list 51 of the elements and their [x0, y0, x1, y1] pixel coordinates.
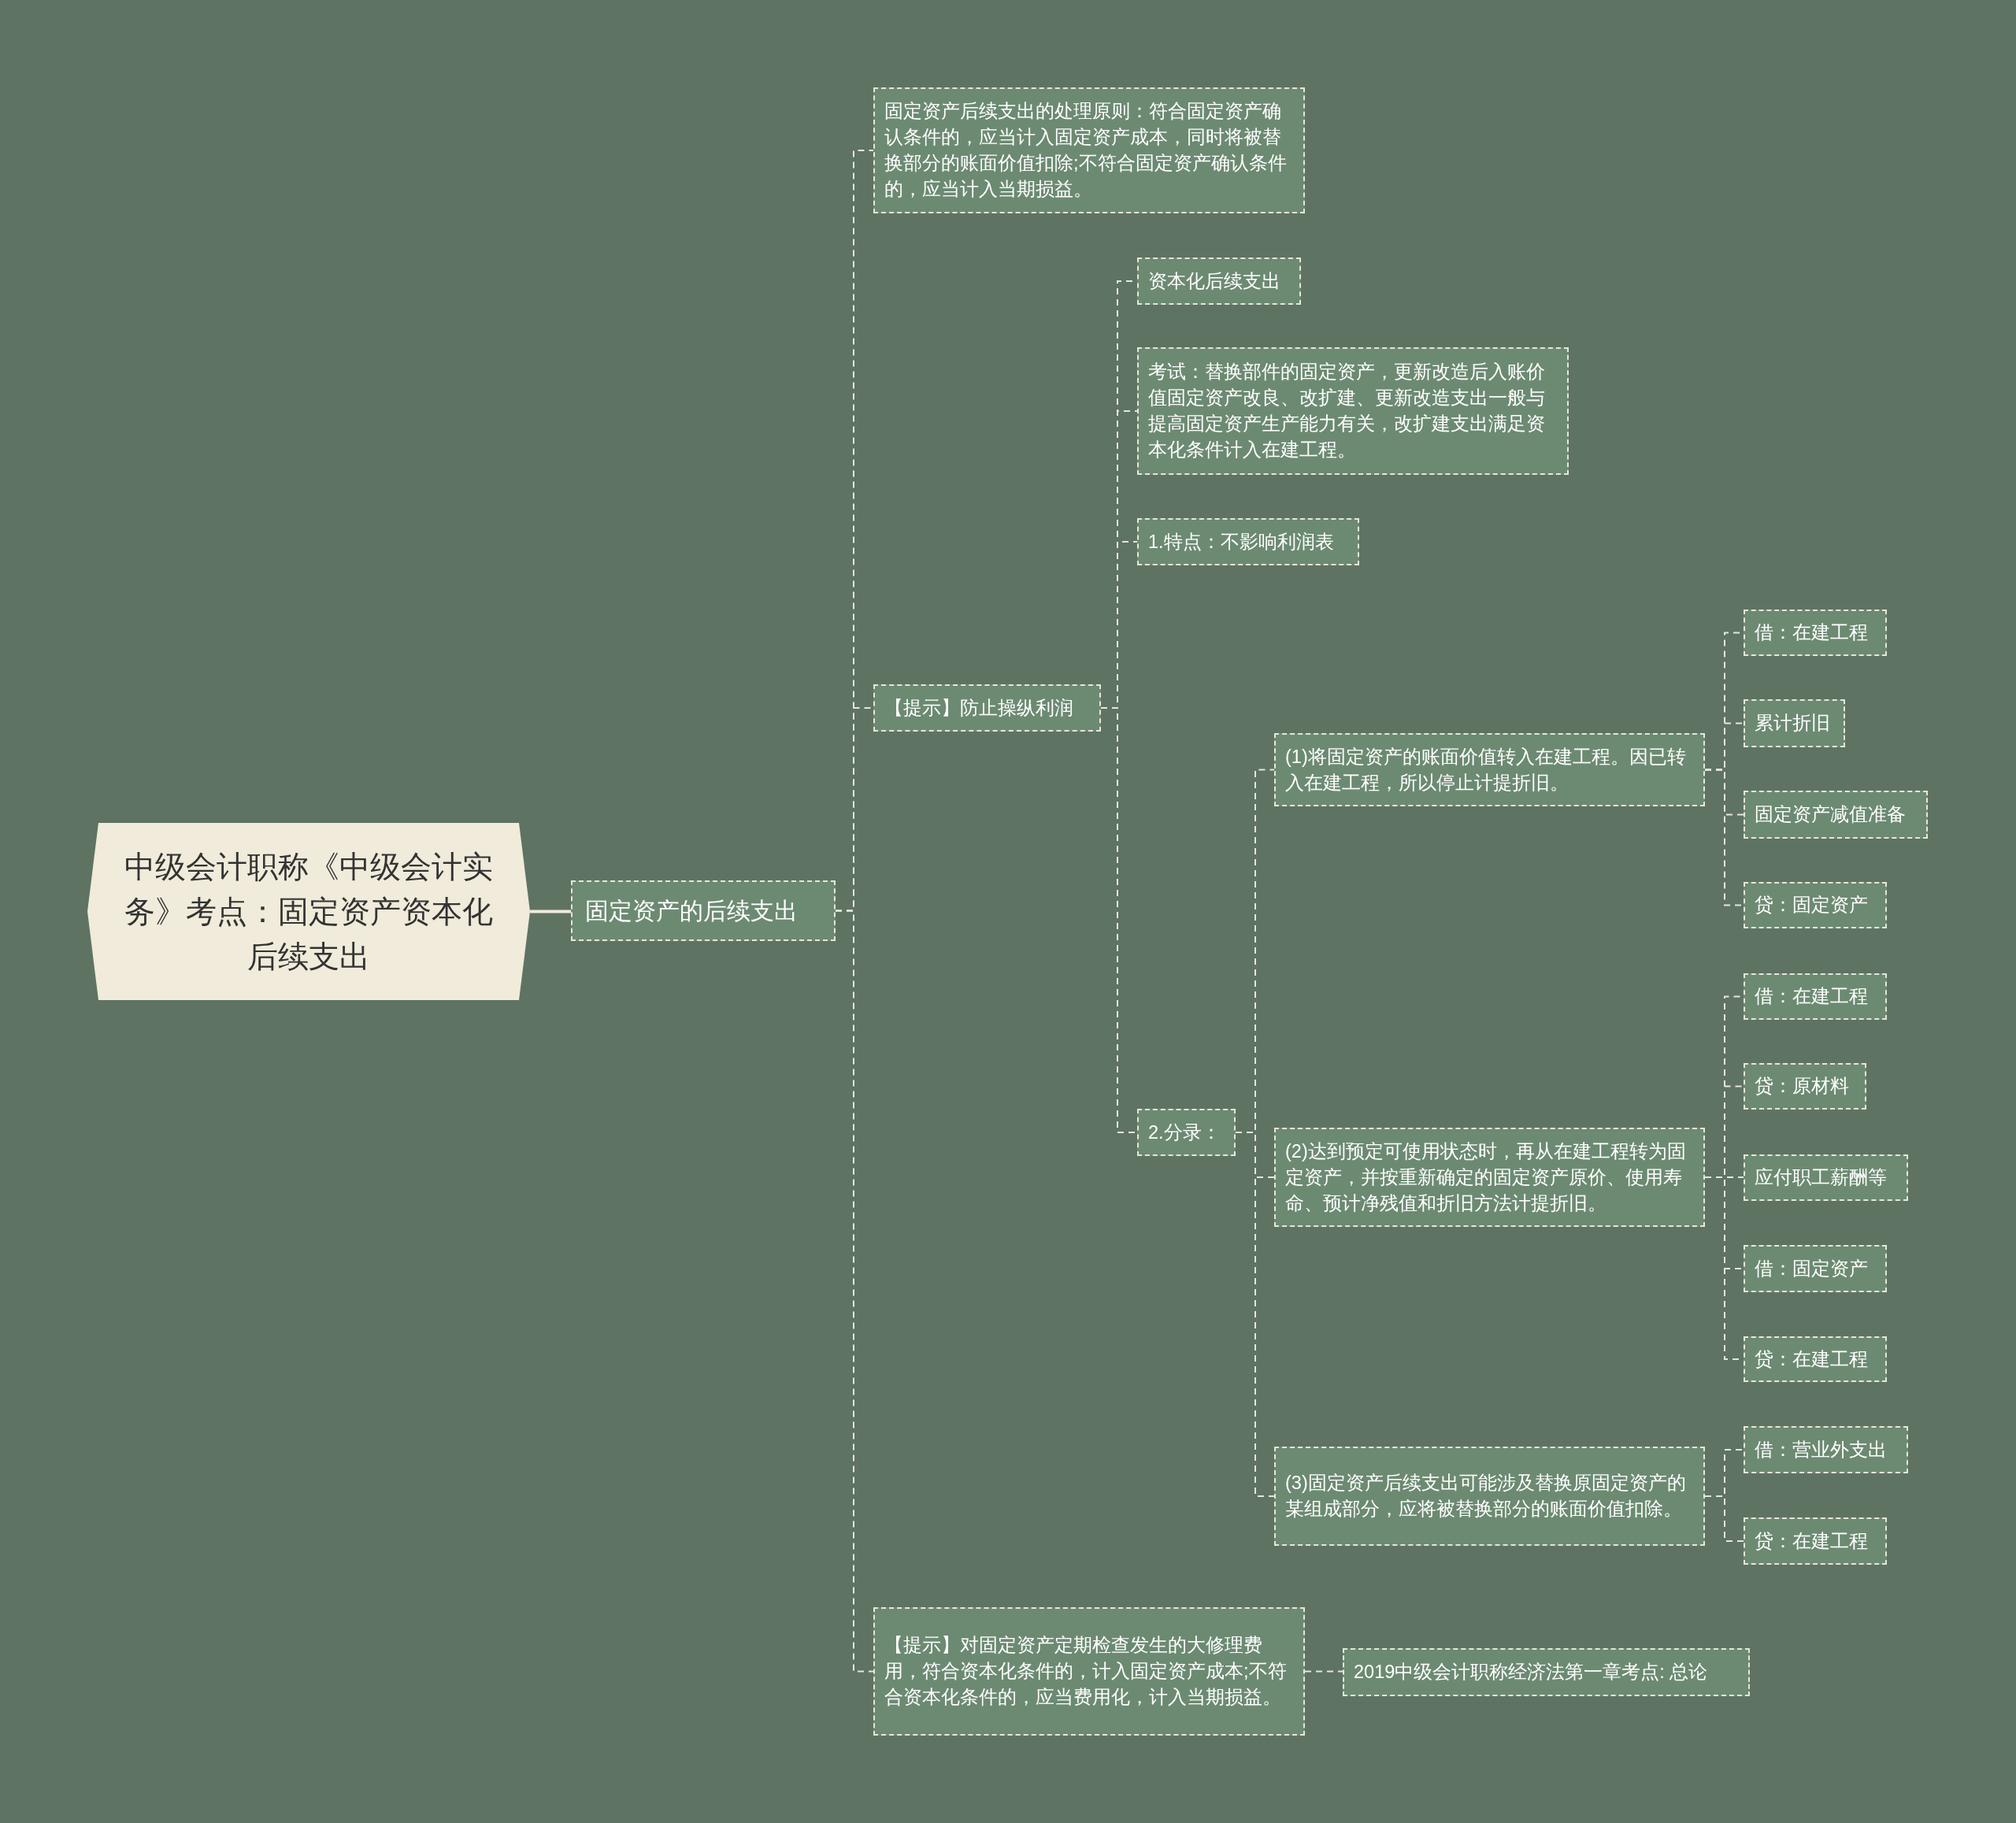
topic-text: 应付职工薪酬等	[1755, 1166, 1888, 1189]
topic-box	[1744, 1245, 1887, 1292]
topic-box	[571, 880, 836, 941]
topic-text: 借：在建工程	[1755, 621, 1869, 644]
topic-box	[1274, 1128, 1705, 1227]
topic-text: 借：在建工程	[1755, 985, 1869, 1008]
topic-text: 借：营业外支出	[1755, 1438, 1888, 1462]
connector-line	[1304, 1670, 1343, 1673]
topic-box	[1274, 1447, 1705, 1546]
topic-box	[873, 1607, 1305, 1736]
topic-box	[873, 684, 1101, 732]
topic-text: 固定资产的后续支出	[585, 896, 799, 925]
topic-text: 【提示】防止操纵利润	[884, 696, 1074, 720]
topic-box	[1744, 1517, 1887, 1565]
topic-box	[1744, 791, 1928, 839]
topic-text: 1.特点：不影响利润表	[1148, 530, 1335, 554]
topic-box	[1744, 1063, 1866, 1110]
title-text: 中级会计职称《中级会计实务》考点：固定资产资本化后续支出	[124, 849, 494, 975]
topic-box	[1137, 518, 1359, 565]
topic-text: (1)将固定资产的账面价值转入在建工程。因已转入在建工程，所以停止计提折旧。	[1285, 745, 1687, 795]
topic-text: 借：固定资产	[1755, 1257, 1869, 1280]
topic-box	[1744, 882, 1887, 928]
topic-text: 2.分录：	[1148, 1121, 1221, 1144]
connector-line	[1704, 1495, 1744, 1542]
topic-text: 贷：在建工程	[1755, 1347, 1869, 1371]
topic-text: 固定资产后续支出的处理原则：符合固定资产确认条件的，应当计入固定资产成本，同时将被替换部分的账面价值扣除;不符合固定资产确认条件的，应当计入当期损益。	[884, 100, 1288, 201]
topic-box	[1744, 973, 1887, 1020]
topic-text: 2019中级会计职称经济法第一章考点: 总论	[1354, 1661, 1709, 1684]
topic-text: (3)固定资产后续支出可能涉及替换原固定资产的某组成部分，应将被替换部分的账面价值扣除。	[1285, 1472, 1687, 1521]
topic-box	[1137, 1109, 1236, 1156]
topic-box	[1744, 699, 1845, 747]
topic-text: 固定资产减值准备	[1755, 803, 1907, 826]
topic-text: (2)达到预定可使用状态时，再从在建工程转为固定资产，并按重新确定的固定资产原价、使用寿命、预计净残值和折旧方法计提折旧。	[1285, 1139, 1687, 1215]
topic-box	[1744, 1336, 1887, 1382]
topic-box	[1744, 1426, 1908, 1473]
topic-box	[1137, 347, 1569, 475]
topic-box	[1343, 1648, 1750, 1696]
topic-text: 累计折旧	[1755, 712, 1831, 735]
topic-box	[873, 87, 1305, 213]
connector-line	[530, 910, 571, 913]
topic-text: 贷：原材料	[1755, 1075, 1850, 1098]
topic-box	[1744, 1154, 1908, 1201]
topic-box	[1744, 610, 1887, 656]
topic-text: 考试：替换部件的固定资产，更新改造后入账价值固定资产改良、改扩建、更新改造支出一般与提高固定资产生产能力有关，改扩建支出满足资本化条件计入在建工程。	[1148, 361, 1546, 461]
topic-text: 贷：在建工程	[1755, 1529, 1869, 1553]
topic-text: 【提示】对固定资产定期检查发生的大修理费用，符合资本化条件的，计入固定资产成本;不符合资本化条件的，应当费用化，计入当期损益。	[884, 1634, 1288, 1709]
topic-box	[1137, 258, 1301, 305]
topic-box	[1274, 733, 1705, 806]
connector-line	[835, 910, 874, 1673]
topic-text: 贷：固定资产	[1755, 894, 1869, 917]
topic-text: 资本化后续支出	[1148, 269, 1281, 293]
